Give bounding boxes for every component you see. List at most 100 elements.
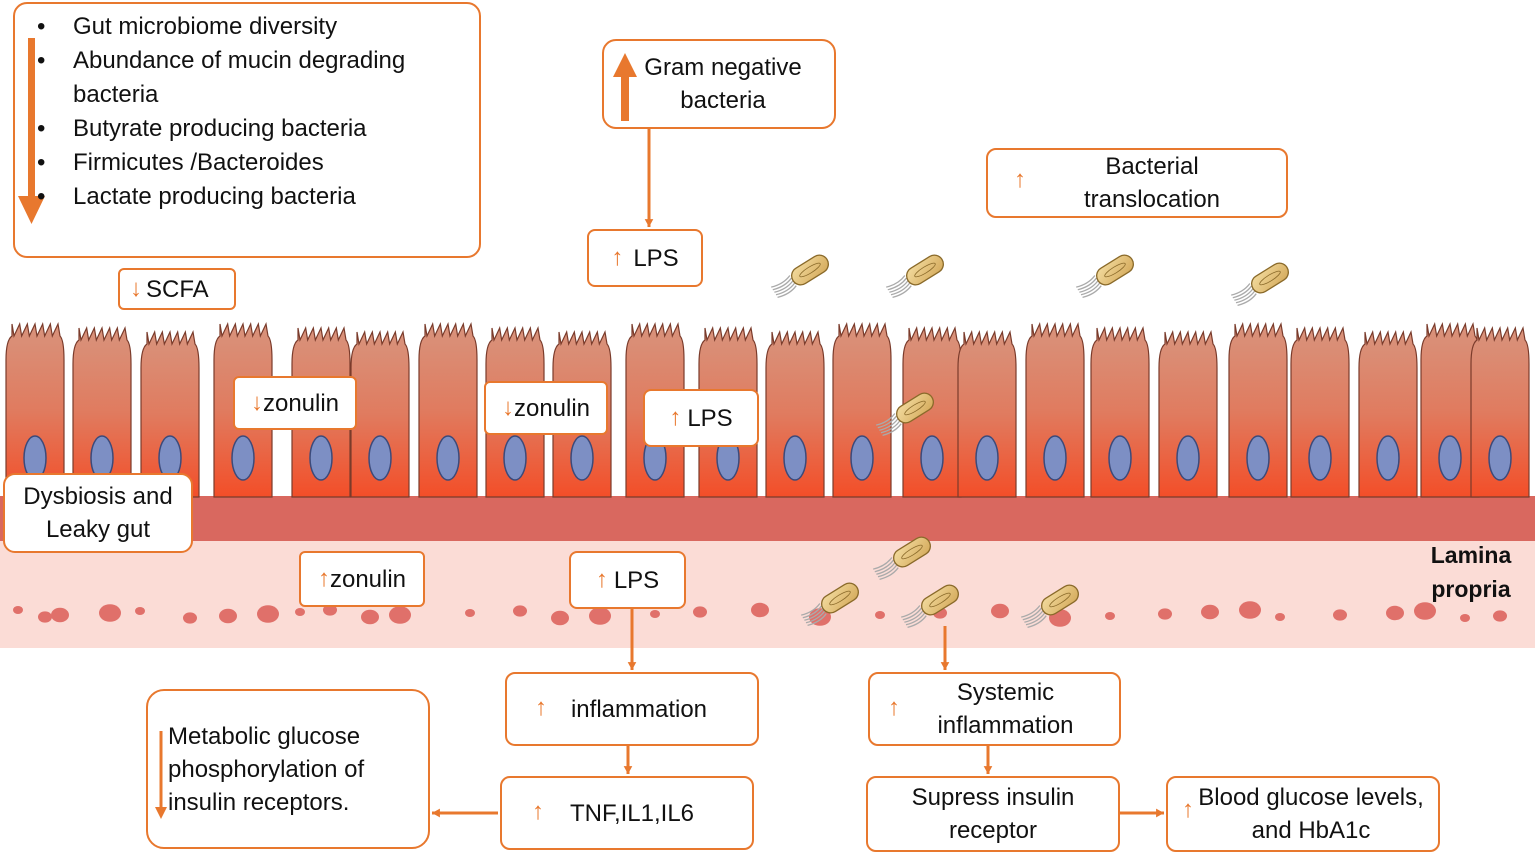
blood-glucose-label: Blood glucose levels, and HbA1c: [1198, 784, 1424, 844]
up-arrow-icon: ↑: [1182, 796, 1194, 823]
down-arrow-icon: ↓: [130, 275, 142, 302]
zonulin-box-3: ↑ zonulin: [299, 551, 425, 607]
cytokines-label: TNF,IL1,IL6: [569, 799, 695, 827]
lamina-cell: [183, 612, 197, 624]
cell-nucleus: [368, 435, 392, 481]
lamina-cell: [99, 604, 121, 622]
increase-arrow-icon: [613, 53, 637, 121]
lps-mid-box: ↑ LPS: [643, 389, 759, 447]
suppress-insulin-label: Supress insulin receptor: [911, 784, 1075, 844]
lamina-cell: [219, 608, 237, 624]
arrow-head: [432, 808, 440, 818]
bacterium-icon: [886, 254, 944, 298]
up-arrow-icon: ↑: [1014, 166, 1026, 193]
cell-nucleus: [1488, 435, 1512, 481]
lamina-cell: [389, 606, 411, 624]
epithelial-cell: [957, 330, 1017, 498]
lamina-cell: [1386, 605, 1404, 621]
lamina-cell: [1239, 601, 1261, 619]
cell-nucleus: [1438, 435, 1462, 481]
microbiome-changes-box: Gut microbiome diversity Abundance of mu…: [13, 2, 481, 258]
lamina-cell: [257, 605, 279, 623]
lamina-cell: [551, 610, 569, 626]
epithelial-cell: [1228, 322, 1288, 498]
metabolic-box: Metabolic glucose phosphorylation of ins…: [146, 689, 430, 849]
lps-mid-label: LPS: [687, 404, 733, 432]
zonulin-label: zonulin: [262, 389, 340, 417]
cell-nucleus: [1108, 435, 1132, 481]
up-arrow-icon: ↑: [611, 244, 624, 271]
lamina-cell: [465, 609, 475, 617]
bacterium-icon: [801, 582, 859, 626]
epithelial-cell: [1290, 326, 1350, 498]
cell-nucleus: [850, 435, 874, 481]
lamina-cell: [693, 606, 707, 618]
arrow-head: [940, 662, 950, 670]
zonulin-box-1: ↓ zonulin: [233, 376, 357, 430]
lamina-cell: [650, 610, 660, 618]
cell-nucleus: [309, 435, 333, 481]
dysbiosis-box: Dysbiosis and Leaky gut: [3, 473, 193, 553]
epithelial-cell: [72, 326, 132, 498]
up-arrow-icon: ↑: [595, 566, 608, 593]
cell-nucleus: [231, 435, 255, 481]
list-item: Lactate producing bacteria: [15, 180, 453, 214]
arrow-head: [623, 766, 633, 774]
lamina-cell: [1333, 609, 1347, 621]
epithelial-cell: [1158, 330, 1218, 498]
zonulin-label: zonulin: [329, 565, 407, 593]
lamina-cell: [1275, 613, 1285, 621]
epithelial-cell: [1358, 330, 1418, 498]
cell-nucleus: [1246, 435, 1270, 481]
lamina-propria-label: Lamina propria: [1430, 542, 1512, 602]
cell-nucleus: [503, 435, 527, 481]
bacterium-icon: [771, 254, 829, 298]
epithelial-cell: [5, 322, 65, 498]
epithelial-cell: [140, 330, 200, 498]
metabolic-label: Metabolic glucose phosphorylation of ins…: [168, 722, 365, 816]
cell-nucleus: [975, 435, 999, 481]
lamina-cell: [361, 609, 379, 625]
down-arrow-icon: ↓: [501, 394, 514, 421]
systemic-inflammation-box: ↑ Systemic inflammation: [868, 672, 1121, 746]
blood-glucose-box: ↑ Blood glucose levels, and HbA1c: [1166, 776, 1440, 852]
epithelial-cell: [418, 322, 478, 498]
scfa-box: ↓ SCFA: [118, 268, 236, 310]
lamina-cell: [51, 607, 69, 623]
microbiome-list: Gut microbiome diversity Abundance of mu…: [15, 10, 453, 214]
cell-nucleus: [570, 435, 594, 481]
up-arrow-icon: ↑: [888, 694, 900, 721]
list-item: Firmicutes /Bacteroides: [15, 146, 453, 180]
list-item: Abundance of mucin degrading bacteria: [15, 44, 453, 112]
cell-nucleus: [1308, 435, 1332, 481]
epithelial-cell: [1025, 322, 1085, 498]
lamina-cell: [135, 607, 145, 615]
scfa-label: SCFA: [146, 275, 209, 303]
systemic-inflammation-label: Systemic inflammation: [937, 679, 1074, 739]
bacterium-icon: [1021, 584, 1079, 628]
cell-nucleus: [783, 435, 807, 481]
lamina-cell: [1414, 602, 1436, 620]
cell-nucleus: [1176, 435, 1200, 481]
epithelial-cell: [1470, 326, 1530, 498]
arrow-head: [1156, 808, 1164, 818]
epithelial-cell: [1090, 326, 1150, 498]
zonulin-box-2: ↓ zonulin: [484, 381, 608, 435]
arrow-head: [983, 766, 993, 774]
bacterium-icon: [1231, 262, 1289, 306]
lamina-cell: [589, 607, 611, 625]
zonulin-label: zonulin: [513, 394, 591, 422]
epithelial-cell: [350, 330, 410, 498]
cell-nucleus: [920, 435, 944, 481]
epithelial-cell: [832, 322, 892, 498]
suppress-insulin-box: Supress insulin receptor: [866, 776, 1120, 852]
bacterium-icon: [1076, 254, 1134, 298]
cell-nucleus: [436, 435, 460, 481]
lps-lower-box: ↑ LPS: [569, 551, 686, 609]
up-arrow-icon: ↑: [532, 798, 544, 825]
lps-lower-label: LPS: [613, 566, 660, 594]
lamina-cell: [1493, 610, 1507, 622]
lamina-cell: [295, 608, 305, 616]
bacterial-translocation-box: ↑ Bacterial translocation: [986, 148, 1288, 218]
